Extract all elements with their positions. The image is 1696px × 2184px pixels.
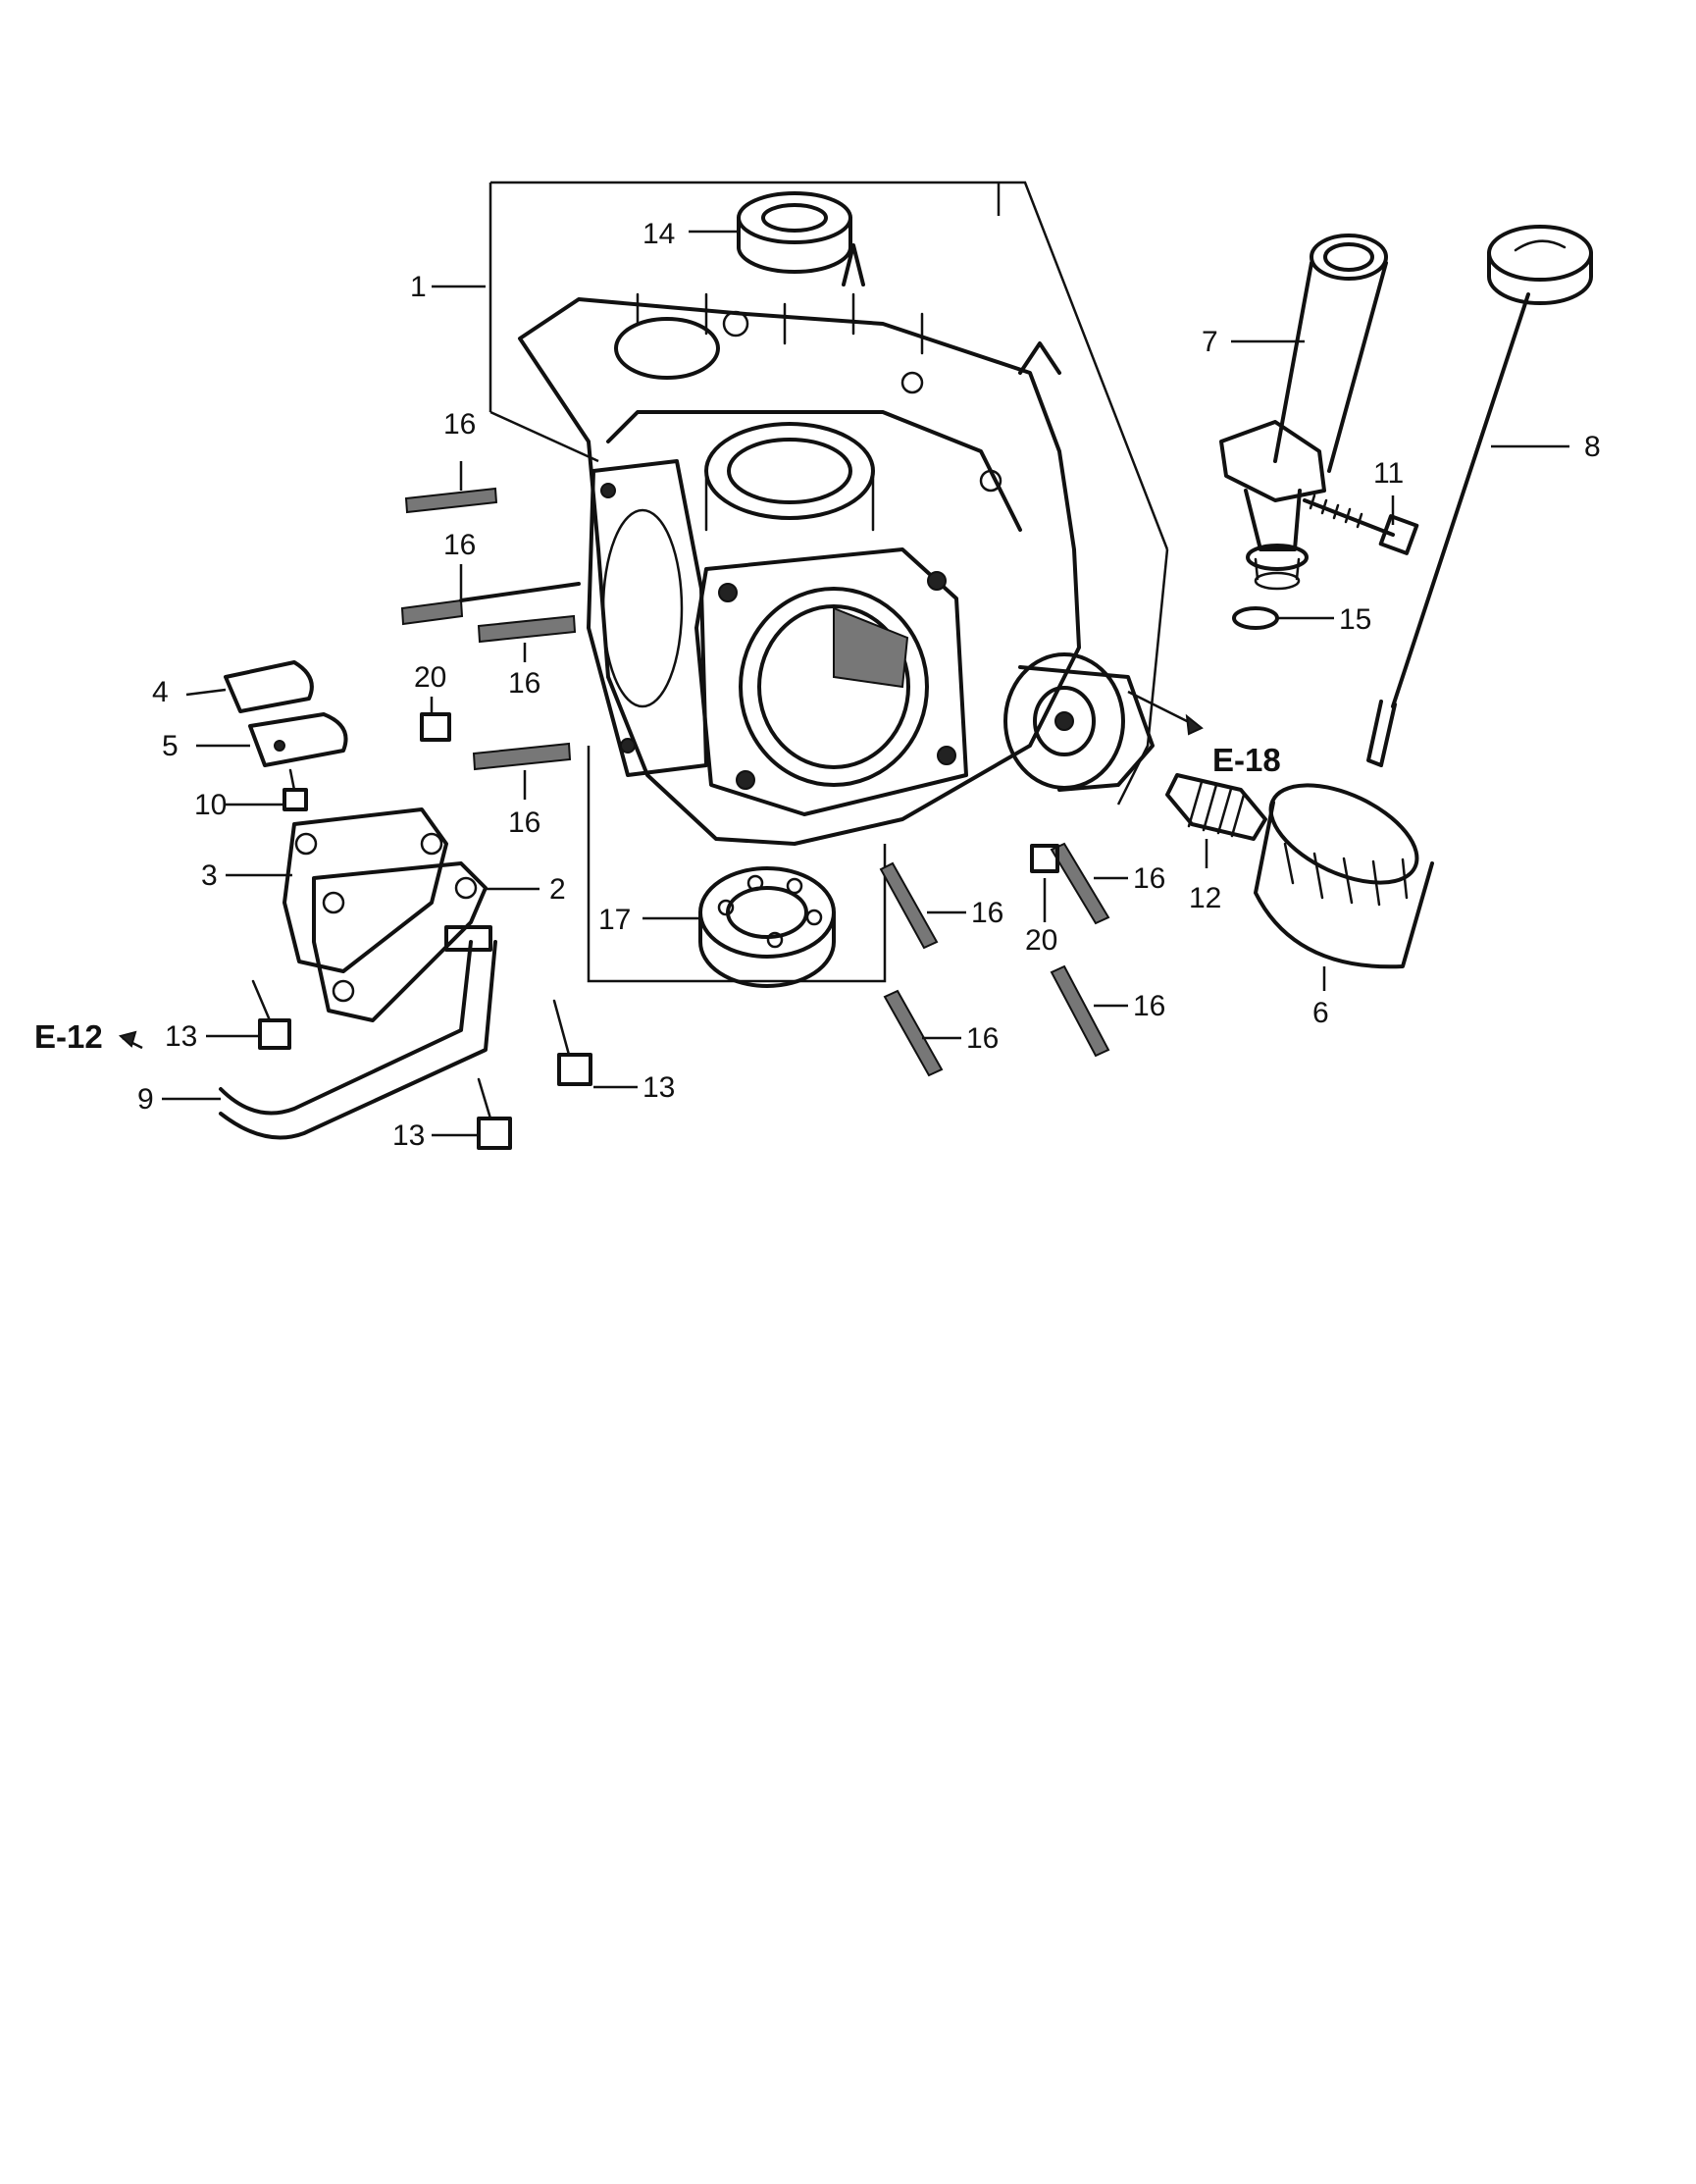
- oil-filler-tube: [1219, 234, 1388, 591]
- arrow-e12: [118, 1030, 137, 1048]
- oil-filter-union: [1165, 773, 1267, 841]
- callout-16g: 16: [966, 1022, 999, 1055]
- flange-bolt-13-right: [552, 999, 592, 1086]
- callout-2: 2: [549, 873, 566, 906]
- callout-13b: 13: [642, 1071, 675, 1104]
- callout-9: 9: [137, 1083, 154, 1116]
- flange-bolt-13-left: [251, 979, 291, 1050]
- leader-lines: [122, 230, 1569, 1137]
- flange-bolt-13-bottom: [477, 1077, 512, 1150]
- callout-1: 1: [410, 271, 427, 303]
- arrow-e18: [1185, 713, 1204, 736]
- callout-6: 6: [1312, 997, 1329, 1029]
- reference-e18: E-18: [1212, 742, 1281, 778]
- callout-15: 15: [1339, 603, 1371, 636]
- crankcase: [518, 243, 1155, 846]
- callout-16c: 16: [508, 667, 540, 700]
- callout-13c: 13: [392, 1119, 425, 1152]
- callout-20a: 20: [414, 661, 446, 694]
- callout-16h: 16: [1133, 990, 1165, 1022]
- callout-3: 3: [201, 859, 218, 892]
- dowel-pin: [1030, 844, 1059, 873]
- callout-7: 7: [1202, 326, 1218, 358]
- screw-10: [283, 768, 308, 811]
- callout-12: 12: [1189, 882, 1221, 914]
- o-ring: [1232, 606, 1279, 630]
- stud-bolt: [400, 487, 1110, 1077]
- callout-4: 4: [152, 676, 169, 708]
- callout-16d: 16: [508, 806, 540, 839]
- oil-filter: [1254, 783, 1434, 969]
- dowel-pin: [420, 712, 451, 742]
- breather-plate-4: [224, 660, 314, 713]
- ball-bearing: [698, 866, 836, 988]
- callout-10: 10: [194, 789, 227, 821]
- callout-17: 17: [598, 904, 631, 936]
- callout-16e: 16: [971, 897, 1003, 929]
- callout-5: 5: [162, 730, 179, 762]
- callout-16f: 16: [1133, 862, 1165, 895]
- callout-11: 11: [1373, 457, 1404, 490]
- breather-plate-5: [248, 712, 348, 767]
- flange-bolt-11: [1303, 494, 1419, 555]
- callout-16b: 16: [443, 529, 476, 561]
- breather-tube: [219, 925, 497, 1140]
- reference-e12: E-12: [34, 1018, 103, 1055]
- breather-cover: [283, 807, 448, 973]
- callout-13a: 13: [165, 1020, 197, 1053]
- callout-14: 14: [642, 218, 675, 250]
- dipstick: [1366, 225, 1593, 767]
- callout-8: 8: [1584, 431, 1601, 463]
- callout-16a: 16: [443, 408, 476, 441]
- oil-seal: [737, 191, 852, 274]
- callout-20b: 20: [1025, 924, 1057, 957]
- breather-gasket: [312, 861, 488, 1022]
